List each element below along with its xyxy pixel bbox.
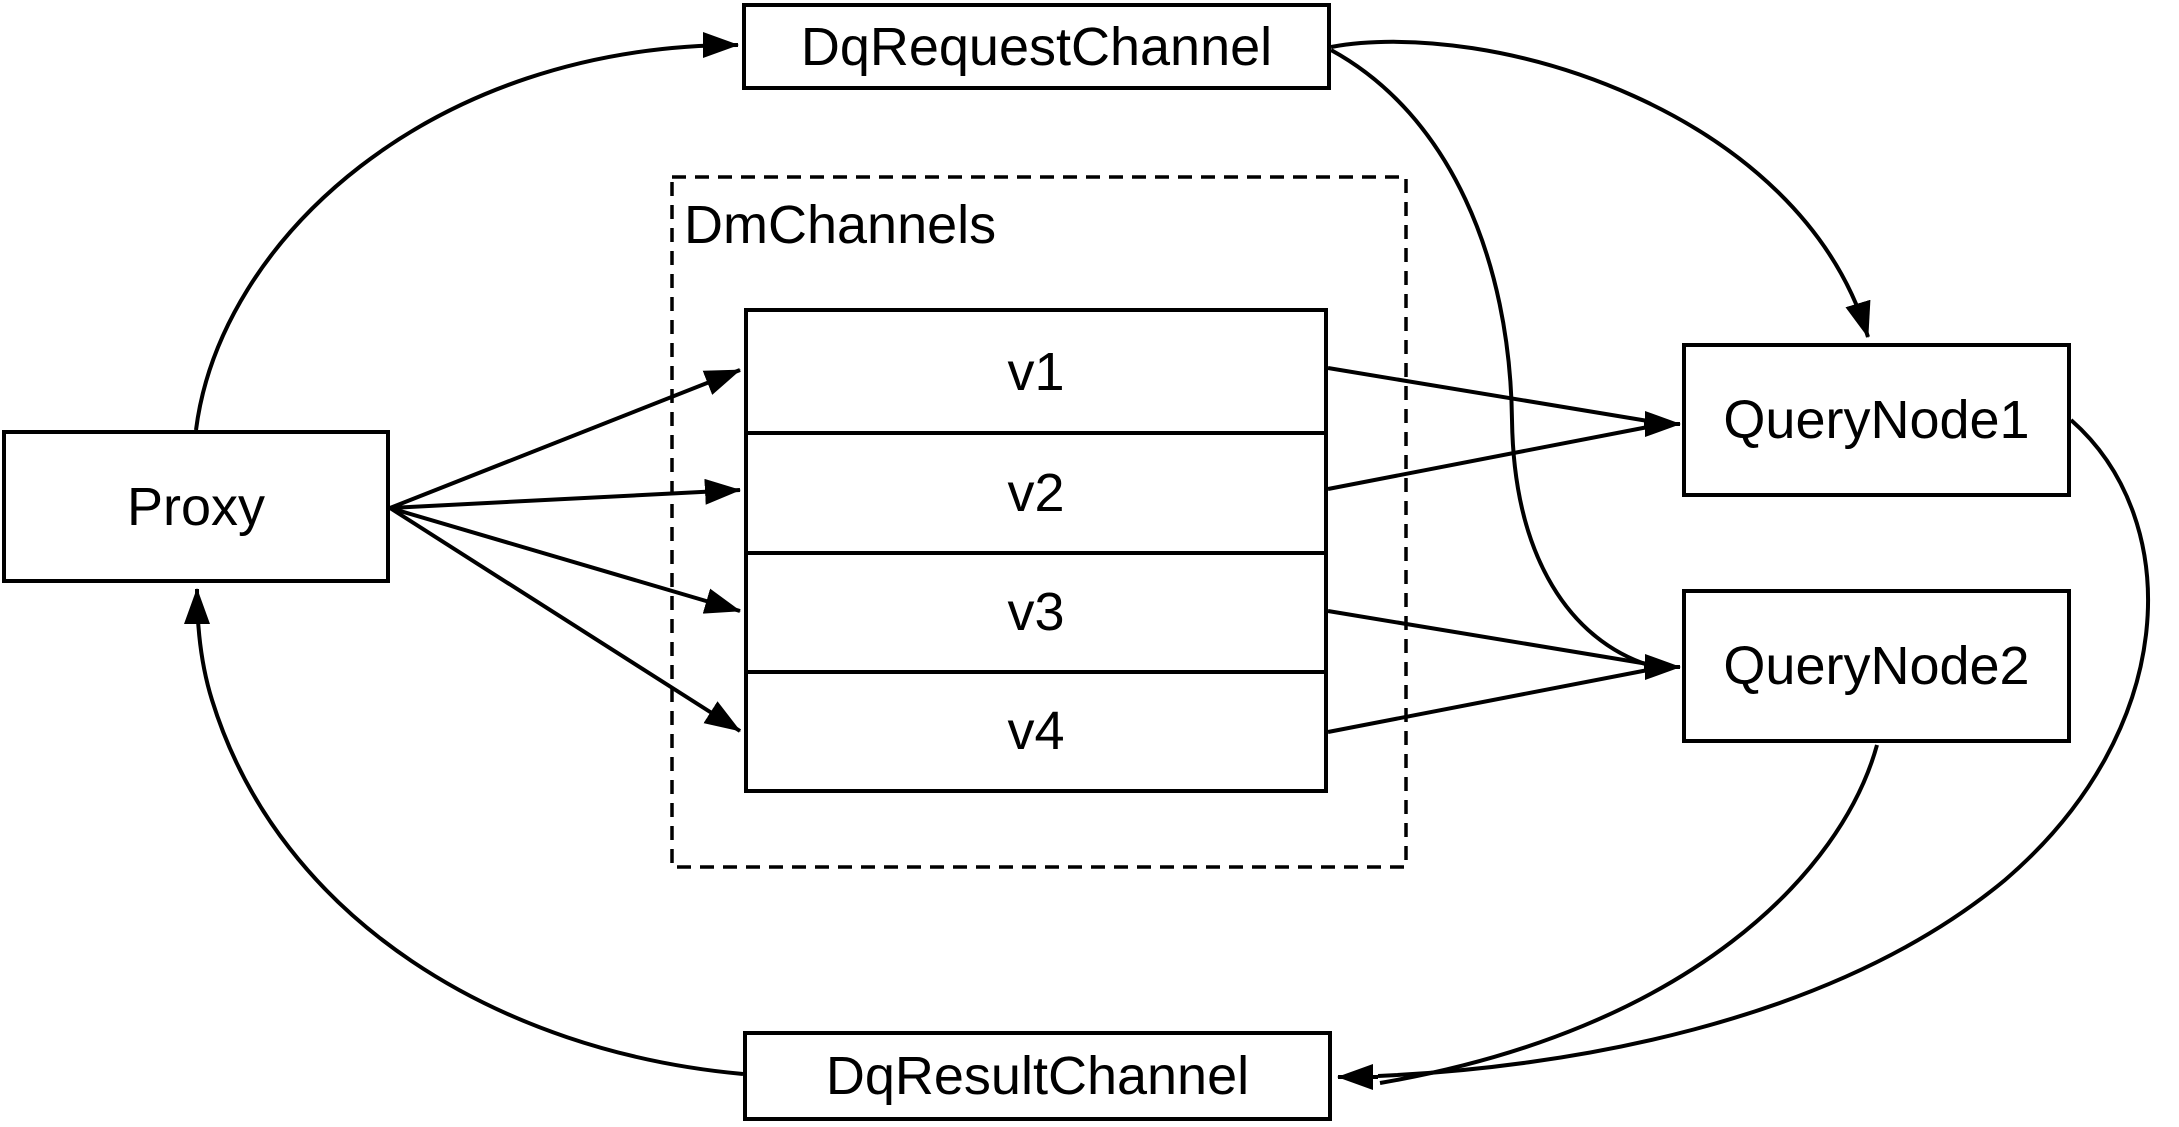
edge-dqresultchannel-to-proxy <box>184 588 744 1076</box>
edge-dqrequestchannel-to-querynode1 <box>1330 39 1871 338</box>
node-dqrequestchannel-label: DqRequestChannel <box>800 16 1273 77</box>
edge-v2-to-querynode1 <box>1327 425 1649 491</box>
edge-dqrequestchannel-to-querynode2 <box>1330 48 1649 667</box>
edge-querynode1-to-dqresultchannel <box>1377 418 2151 1078</box>
dmchannels-table: v1 v2 v3 v4 <box>744 308 1328 793</box>
channel-row-v4: v4 <box>748 669 1324 789</box>
channel-v2-label: v2 <box>1007 462 1065 523</box>
node-querynode1: QueryNode1 <box>1682 343 2071 497</box>
channel-v3-label: v3 <box>1007 582 1065 643</box>
edge-v4-to-querynode2 <box>1327 668 1649 734</box>
edge-proxy-to-v3 <box>389 506 741 614</box>
channel-row-v2: v2 <box>748 431 1324 550</box>
edge-proxy-to-dqrequestchannel <box>194 32 739 431</box>
edge-proxy-to-v1 <box>389 368 741 510</box>
node-proxy: Proxy <box>2 430 390 583</box>
channel-v1-label: v1 <box>1007 341 1065 402</box>
edge-v3-to-querynode2 <box>1327 609 1649 666</box>
dmchannels-group-label: DmChannels <box>684 195 997 255</box>
edge-proxy-to-v2 <box>389 478 741 510</box>
channel-v4-label: v4 <box>1007 701 1065 762</box>
node-querynode2-label: QueryNode2 <box>1723 636 2030 696</box>
edge-v1-to-querynode1 <box>1327 366 1649 423</box>
node-querynode1-label: QueryNode1 <box>1723 390 2030 450</box>
node-dqrequestchannel: DqRequestChannel <box>742 3 1331 90</box>
node-proxy-label: Proxy <box>126 476 266 537</box>
node-dqresultchannel: DqResultChannel <box>743 1031 1332 1121</box>
edge-proxy-to-v4 <box>388 506 742 733</box>
edge-querynode2-to-dqresultchannel <box>1379 744 1879 1085</box>
node-querynode2: QueryNode2 <box>1682 589 2071 743</box>
node-dqresultchannel-label: DqResultChannel <box>825 1046 1250 1106</box>
channel-row-v1: v1 <box>748 312 1324 431</box>
channel-row-v3: v3 <box>748 550 1324 670</box>
